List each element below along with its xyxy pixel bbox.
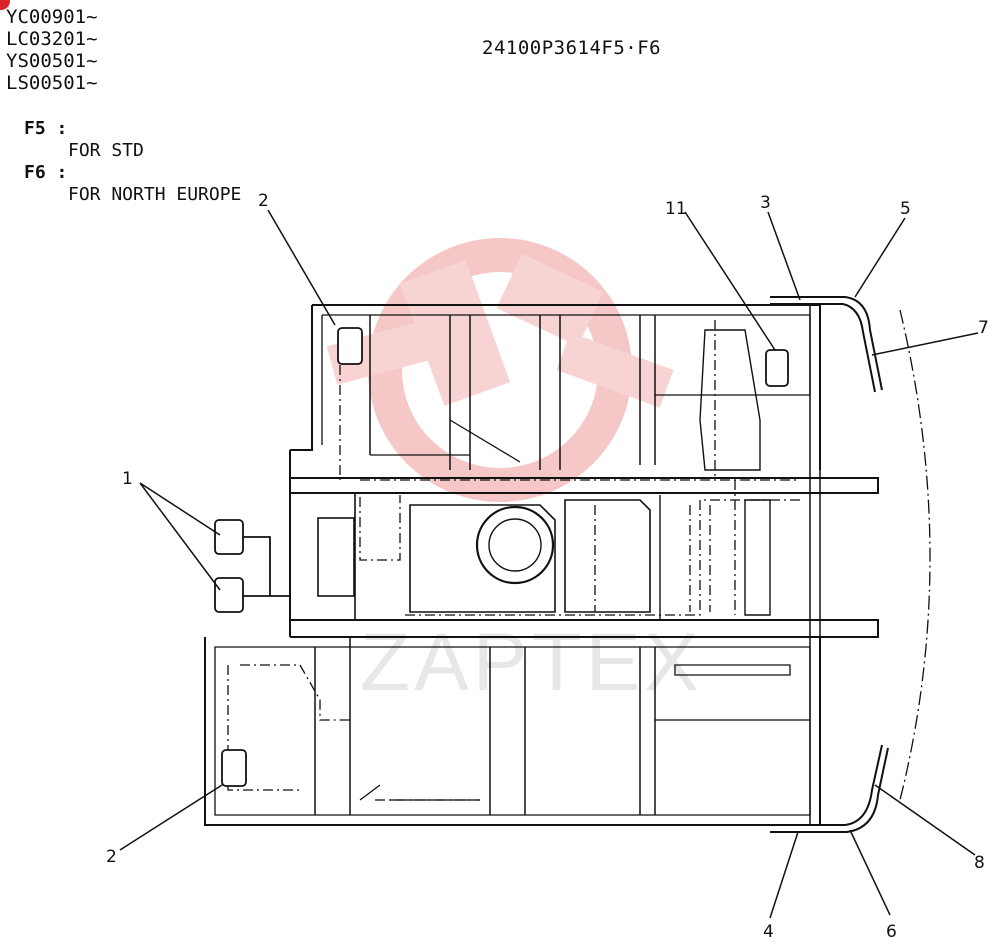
watermark-text: ZAPTEX (360, 617, 703, 708)
corner-marker (0, 0, 10, 10)
lamp-assemblies (214, 327, 789, 787)
wiring-harness (227, 309, 931, 801)
flasher-unit-icon (765, 349, 789, 387)
rear-lamp-icon (214, 519, 244, 555)
variant-code: F6 : (24, 162, 68, 183)
serial-range: YS00501~ (6, 50, 98, 72)
callout-number: 8 (974, 853, 985, 873)
serial-range: LS00501~ (6, 72, 98, 94)
watermark-logo (326, 238, 674, 502)
callout-number: 7 (978, 318, 989, 338)
callout-leaders (119, 209, 979, 919)
serial-range: YC00901~ (6, 6, 98, 28)
callout-number: 2 (258, 191, 269, 211)
work-lamp-icon (221, 749, 247, 787)
overhead-guard-bars (770, 296, 889, 833)
figure-code: 24100P3614F5·F6 (482, 37, 662, 59)
variant-legend: F5 : FOR STD F6 : FOR NORTH EUROPE (24, 118, 241, 206)
serial-range: LC03201~ (6, 28, 98, 50)
callout-number: 4 (763, 922, 774, 942)
variant-description: FOR NORTH EUROPE (68, 184, 242, 205)
work-lamp-icon (337, 327, 363, 365)
callout-number: 5 (900, 199, 911, 219)
callout-number: 1 (122, 469, 133, 489)
callout-number: 6 (886, 922, 897, 942)
rear-lamp-icon (214, 577, 244, 613)
truck-frame (204, 304, 879, 826)
callout-number: 11 (665, 199, 687, 219)
serial-range-list: YC00901~ LC03201~ YS00501~ LS00501~ (6, 6, 98, 94)
variant-description: FOR STD (68, 140, 144, 161)
callout-number: 3 (760, 193, 771, 213)
variant-code: F5 : (24, 118, 68, 139)
callout-number: 2 (106, 847, 117, 867)
